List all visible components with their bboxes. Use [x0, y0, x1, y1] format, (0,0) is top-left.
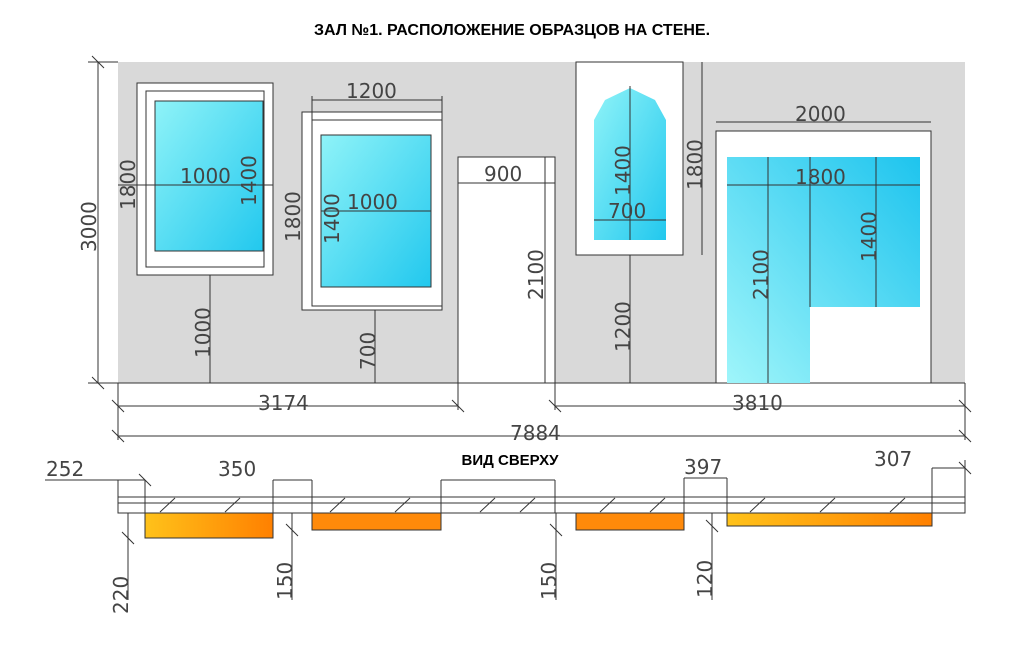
dim-w2-outer-width: 1200: [346, 79, 397, 103]
dim-w1-glass-width: 1000: [180, 164, 231, 188]
dim-arch-outer-height: 1800: [683, 139, 707, 190]
elevation-dimension-lines: [88, 55, 972, 443]
top-view-plan: [117, 496, 966, 539]
dim-top-offset-left: 252: [46, 457, 84, 481]
dim-arch-sill: 1200: [611, 301, 635, 352]
dim-big-glass-height: 1400: [857, 211, 881, 262]
dim-w1-glass-height: 1400: [237, 155, 261, 206]
dim-top-depth-1: 220: [109, 576, 133, 614]
dim-arch-glass-height: 1400: [611, 145, 635, 196]
dim-top-depth-2: 150: [273, 562, 297, 600]
top-block-2: [311, 512, 442, 531]
dim-big-door-height: 2100: [749, 249, 773, 300]
dim-top-offset-right: 307: [874, 447, 912, 471]
dim-w2-glass-width: 1000: [347, 190, 398, 214]
dim-left-run: 3174: [258, 391, 309, 415]
top-block-4: [726, 512, 933, 527]
top-block-1: [144, 512, 274, 539]
dim-wall-height: 3000: [77, 201, 101, 252]
dim-top-gap-1: 350: [218, 457, 256, 481]
dim-top-depth-3: 150: [537, 562, 561, 600]
window-1: [136, 82, 274, 276]
dim-total: 7884: [510, 421, 561, 445]
top-block-3: [575, 512, 685, 531]
dim-w1-sill: 1000: [191, 307, 215, 358]
dim-big-outer-width: 2000: [795, 102, 846, 126]
dim-big-glass-width: 1800: [795, 165, 846, 189]
dim-door-height: 2100: [524, 249, 548, 300]
top-view-dimension-lines: [45, 460, 972, 600]
dim-right-run: 3810: [732, 391, 783, 415]
dim-top-depth-4: 120: [693, 560, 717, 598]
dim-w2-outer-height: 1800: [281, 191, 305, 242]
dim-top-gap-2: 397: [684, 455, 722, 479]
dim-w2-glass-height: 1400: [320, 193, 344, 244]
dim-w2-sill: 700: [356, 332, 380, 370]
dim-door-width: 900: [484, 162, 522, 186]
door-opening: [457, 156, 556, 384]
top-view-label: ВИД СВЕРХУ: [461, 452, 559, 469]
drawing-title: ЗАЛ №1. РАСПОЛОЖЕНИЕ ОБРАЗЦОВ НА СТЕНЕ.: [313, 22, 711, 39]
dim-w1-outer-height: 1800: [116, 159, 140, 210]
large-glazing: [715, 130, 932, 384]
dim-arch-glass-width: 700: [608, 199, 646, 223]
